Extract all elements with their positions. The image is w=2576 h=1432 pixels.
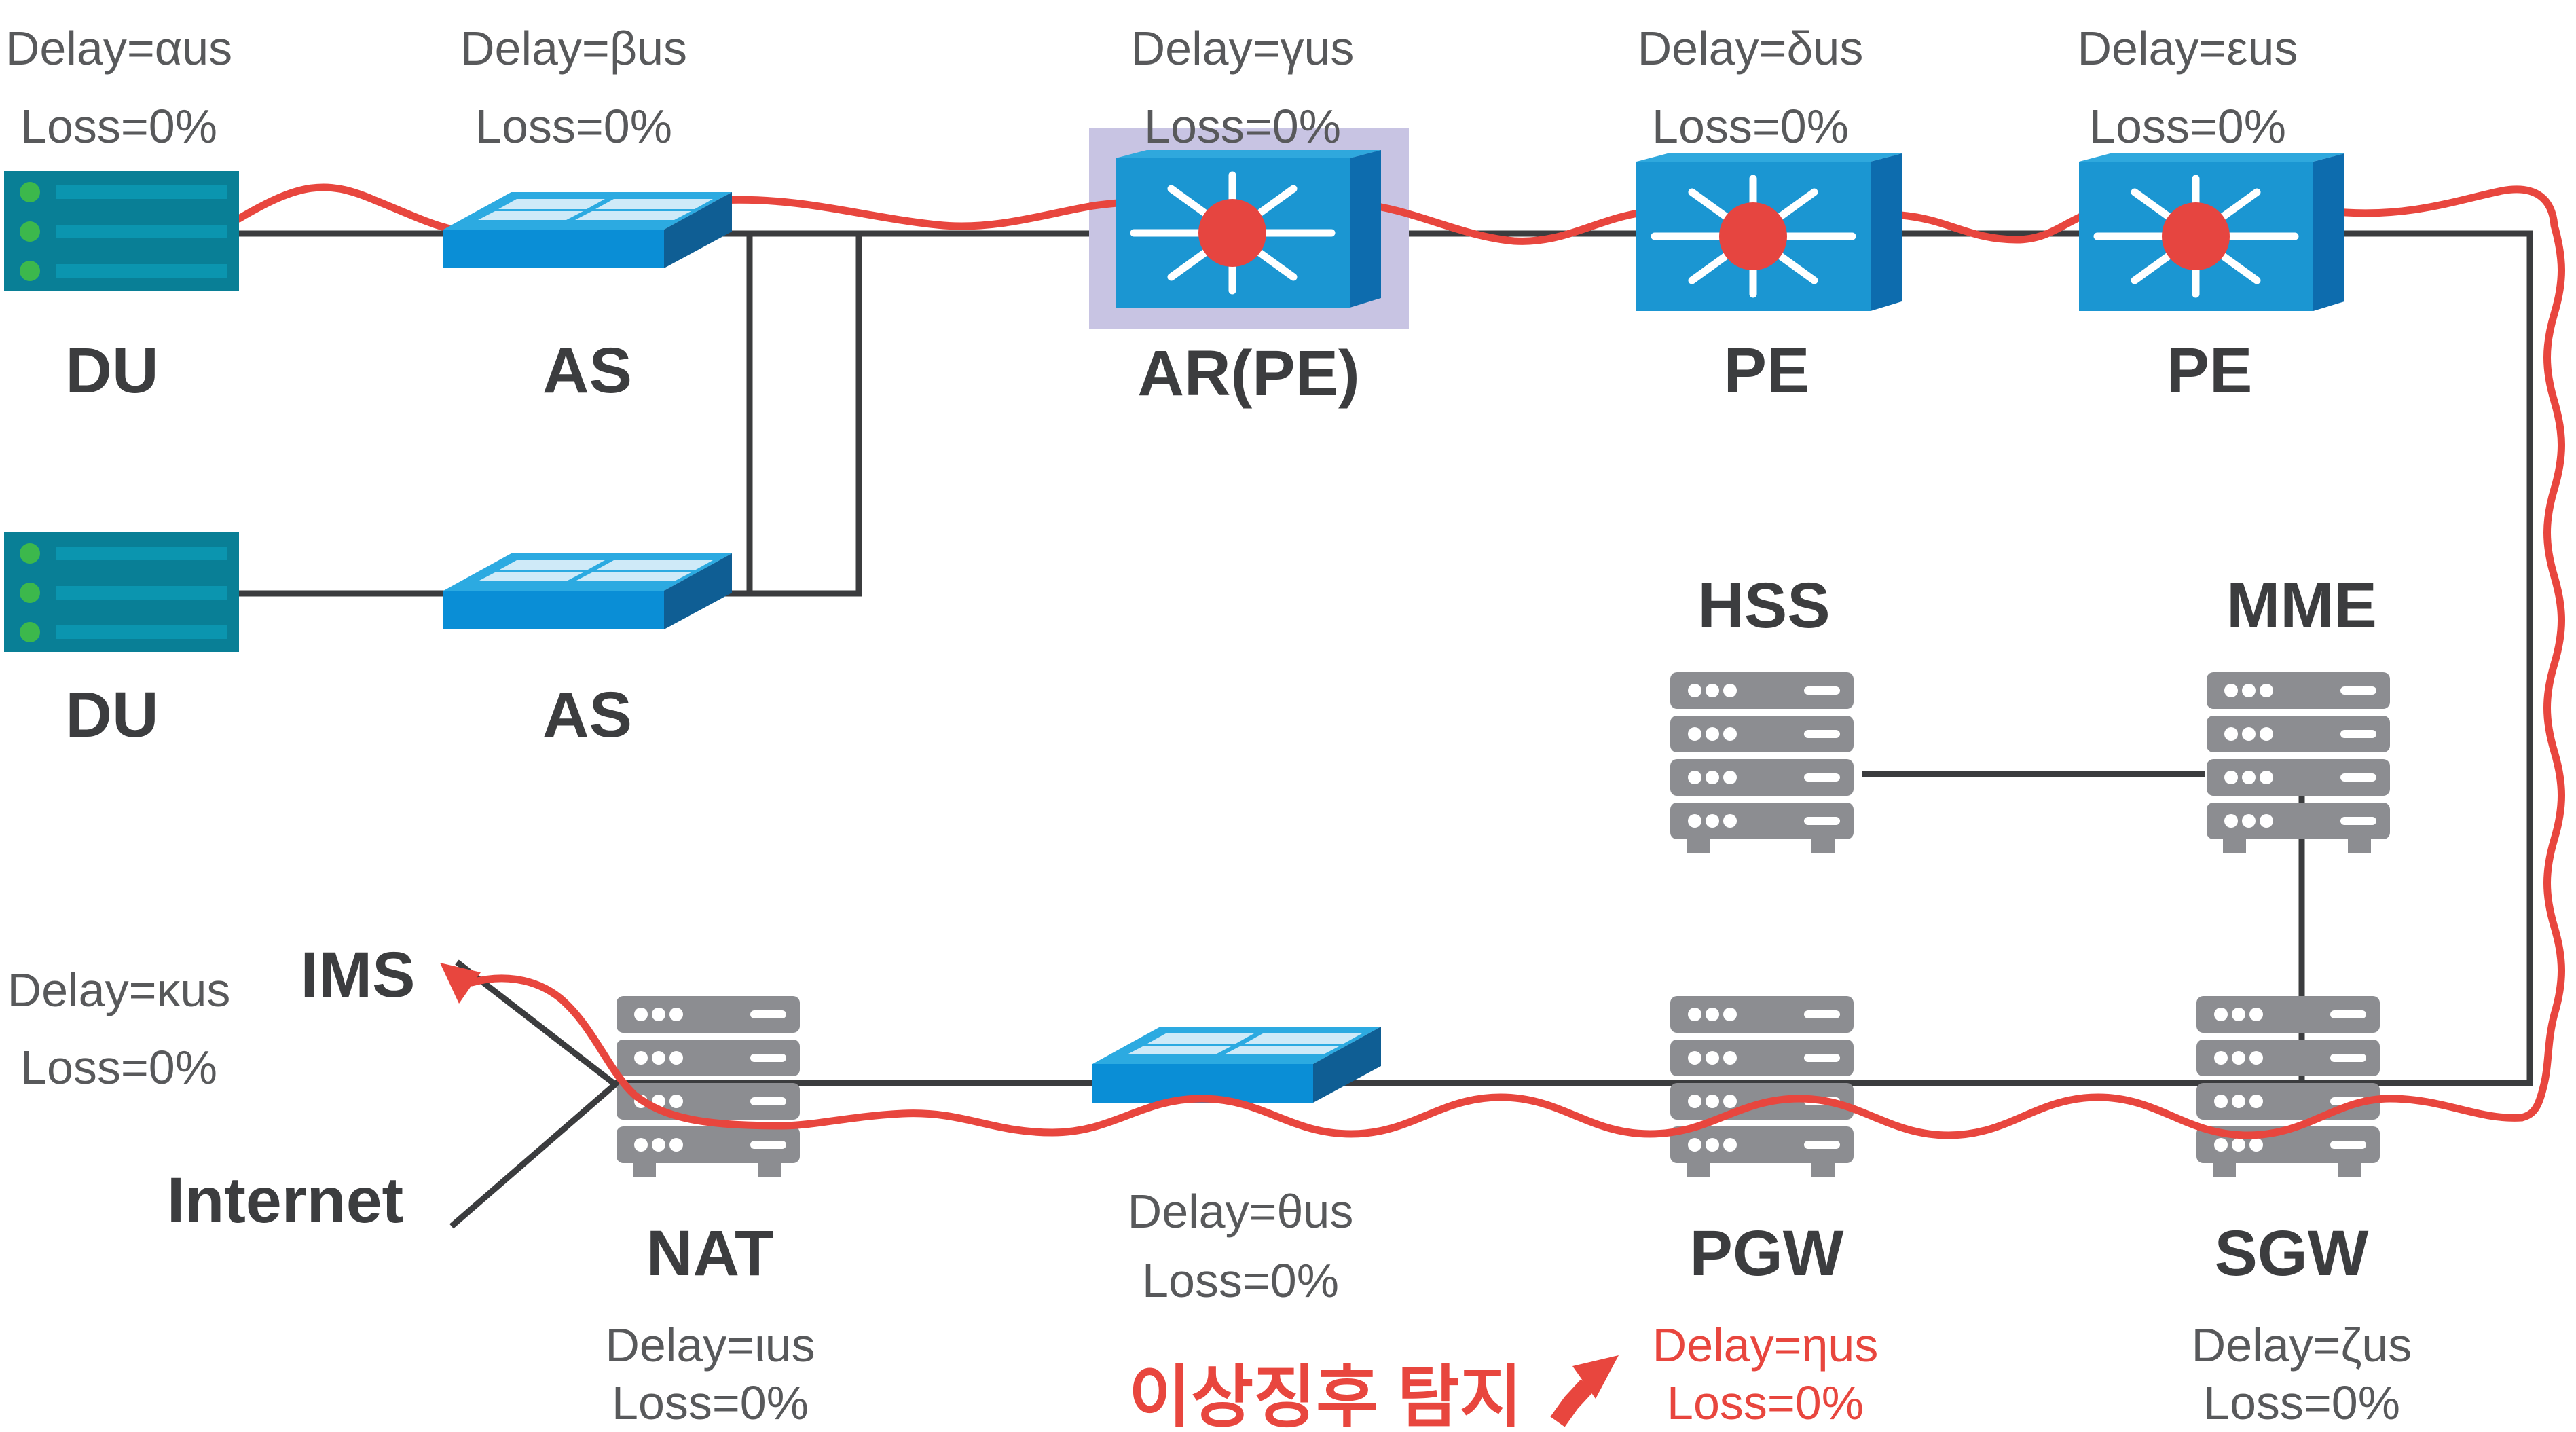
label-ims: IMS (301, 939, 416, 1011)
nat-server-icon (617, 996, 800, 1177)
label-pgw: PGW (1690, 1217, 1844, 1289)
link-label-epsilon-loss: Loss=0% (2089, 100, 2286, 153)
label-mme: MME (2226, 570, 2377, 642)
label-pe-1: PE (1724, 335, 1810, 407)
label-nat: NAT (646, 1217, 774, 1289)
link-line-nat-internet (449, 1082, 617, 1229)
link-label-kappa-delay: Delay=κus (7, 963, 231, 1016)
detection-arrow-icon (1550, 1355, 1619, 1427)
du-server-1-icon (4, 171, 239, 291)
link-label-eta-loss: Loss=0% (1667, 1376, 1864, 1429)
pe-router-2-icon (2079, 153, 2344, 311)
du-server-2-icon (4, 532, 239, 652)
link-label-alpha-loss: Loss=0% (20, 100, 217, 153)
label-du-1: DU (65, 335, 158, 407)
hss-server-icon (1670, 672, 1854, 853)
link-label-delta-loss: Loss=0% (1652, 100, 1849, 153)
link-label-epsilon-delay: Delay=εus (2078, 22, 2298, 75)
ims-arrowhead-icon (440, 963, 481, 1004)
link-label-delta-delay: Delay=δus (1638, 22, 1864, 75)
traffic-path-lower (468, 974, 2526, 1139)
link-label-alpha-delay: Delay=αus (5, 22, 232, 75)
link-label-iota-loss: Loss=0% (612, 1376, 809, 1429)
link-label-theta-loss: Loss=0% (1142, 1254, 1339, 1307)
link-label-gamma-delay: Delay=γus (1131, 22, 1355, 75)
sgw-server-icon (2196, 996, 2380, 1177)
bottom-switch-icon (1092, 1027, 1381, 1103)
link-label-zeta-delay: Delay=ζus (2192, 1319, 2412, 1372)
link-label-theta-delay: Delay=θus (1128, 1185, 1354, 1238)
label-hss: HSS (1697, 570, 1830, 642)
link-label-gamma-loss: Loss=0% (1144, 100, 1341, 153)
label-as-1: AS (542, 335, 632, 407)
pgw-server-icon (1670, 996, 1854, 1177)
label-pe-2: PE (2167, 335, 2253, 407)
as-switch-2-icon (443, 553, 732, 629)
label-arpe: AR(PE) (1137, 337, 1359, 409)
label-du-2: DU (65, 679, 158, 751)
link-label-beta-loss: Loss=0% (475, 100, 672, 153)
label-sgw: SGW (2215, 1217, 2369, 1289)
label-as-2: AS (542, 679, 632, 751)
label-internet: Internet (167, 1164, 403, 1236)
as-switch-1-icon (443, 192, 732, 268)
arpe-router-icon (1116, 150, 1381, 308)
link-label-zeta-loss: Loss=0% (2203, 1376, 2400, 1429)
link-label-kappa-loss: Loss=0% (20, 1041, 217, 1094)
anomaly-detection-label: 이상징후 탐지 (1128, 1359, 1522, 1432)
link-label-iota-delay: Delay=ιus (605, 1319, 815, 1372)
link-label-eta-delay: Delay=ηus (1653, 1319, 1879, 1372)
link-label-beta-delay: Delay=βus (460, 22, 687, 75)
mme-server-icon (2207, 672, 2390, 853)
link-line-as2-uplink (239, 234, 862, 597)
pe-router-1-icon (1636, 153, 1902, 311)
